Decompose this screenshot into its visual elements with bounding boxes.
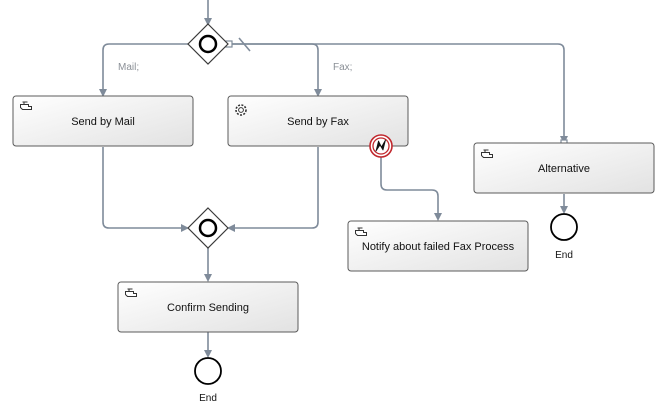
flow-mail-to-join[interactable] [102, 147, 189, 232]
condition-label-mail: Mail; [118, 62, 139, 73]
hand-pointer-icon [355, 227, 367, 236]
condition-label-fax: Fax; [333, 62, 352, 73]
task-label-alternative: Alternative [538, 163, 590, 175]
task-label-notify: Notify about failed Fax Process [362, 241, 515, 253]
hand-pointer-icon [481, 149, 493, 158]
task-send-by-mail[interactable]: Send by Mail [12, 95, 194, 147]
task-label-send-by-fax: Send by Fax [287, 116, 349, 128]
error-boundary-event[interactable] [369, 134, 393, 158]
hand-pointer-icon [125, 288, 137, 297]
task-confirm-sending[interactable]: Confirm Sending [117, 281, 299, 333]
hand-pointer-icon [20, 101, 32, 110]
task-label-send-by-mail: Send by Mail [71, 116, 135, 128]
gear-icon [235, 104, 247, 116]
split-gateway[interactable] [187, 23, 229, 65]
sequence-flows [99, 0, 568, 358]
end-event-left[interactable] [194, 357, 222, 385]
lightning-icon [375, 139, 386, 152]
flow-split-to-fax[interactable] [226, 43, 322, 97]
task-label-confirm: Confirm Sending [167, 302, 249, 314]
flow-error-to-notify[interactable] [380, 157, 442, 221]
flow-split-to-mail[interactable] [99, 43, 190, 97]
end-label-right: End [555, 250, 573, 261]
flow-fax-to-join[interactable] [227, 147, 319, 232]
task-send-by-fax[interactable]: Send by Fax [227, 95, 409, 147]
task-notify-failed-fax[interactable]: Notify about failed Fax Process [347, 220, 529, 272]
end-event-right[interactable] [550, 213, 578, 241]
end-label-left: End [199, 393, 217, 404]
join-gateway[interactable] [187, 207, 229, 249]
flow-split-to-alternative[interactable] [230, 43, 568, 144]
task-alternative[interactable]: Alternative [473, 142, 655, 194]
